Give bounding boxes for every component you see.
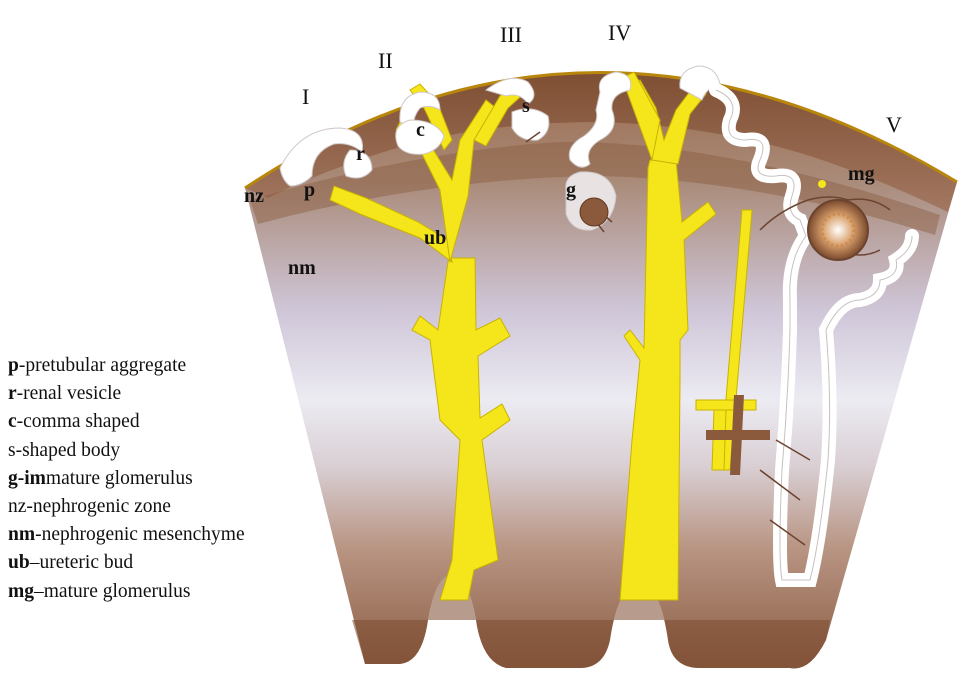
legend-text: -pretubular aggregate (19, 355, 186, 376)
legend-abbr: c (8, 411, 17, 432)
stage-label-2: II (378, 48, 393, 73)
legend-item: nz-nephrogenic zone (8, 493, 368, 521)
immature-glomerulus (580, 198, 608, 226)
legend-abbr: mg (8, 581, 34, 602)
legend-item: nm-nephrogenic mesenchyme (8, 521, 368, 549)
legend-abbr: r (8, 383, 17, 404)
legend-item: g-immature glomerulus (8, 465, 368, 493)
legend-item: s-shaped body (8, 437, 368, 465)
legend-text: -nephrogenic mesenchyme (35, 524, 245, 545)
legend-text: -comma shaped (17, 411, 140, 432)
label-c: c (416, 119, 425, 141)
macula-dot (818, 180, 826, 188)
legend-abbr: nm (8, 524, 35, 545)
legend-text: nz-nephrogenic zone (8, 496, 171, 517)
stage-label-4: IV (608, 20, 631, 45)
stage-label-3: III (500, 22, 522, 47)
legend-abbr: g-im (8, 468, 46, 489)
label-g: g (566, 179, 576, 201)
legend-abbr: ub (8, 552, 30, 573)
legend: p-pretubular aggregate r-renal vesicle c… (8, 352, 368, 606)
stage-label-1: I (302, 84, 309, 109)
legend-text: –ureteric bud (30, 552, 133, 573)
legend-item: c-comma shaped (8, 408, 368, 436)
legend-item: ub–ureteric bud (8, 549, 368, 577)
legend-abbr: p (8, 355, 19, 376)
label-mg: mg (848, 163, 875, 185)
legend-text: -renal vesicle (17, 383, 121, 404)
legend-text: –mature glomerulus (34, 581, 191, 602)
label-nz: nz (244, 185, 264, 207)
label-r: r (356, 143, 365, 165)
legend-text: s-shaped body (8, 440, 120, 461)
label-p: p (304, 179, 315, 201)
legend-text: mature glomerulus (46, 468, 193, 489)
legend-item: p-pretubular aggregate (8, 352, 368, 380)
label-ub: ub (424, 227, 446, 249)
stage-label-5: V (886, 112, 902, 137)
legend-item: r-renal vesicle (8, 380, 368, 408)
label-nm: nm (288, 257, 316, 279)
legend-item: mg–mature glomerulus (8, 578, 368, 606)
mature-glomerulus (808, 200, 868, 260)
label-s: s (522, 95, 530, 117)
